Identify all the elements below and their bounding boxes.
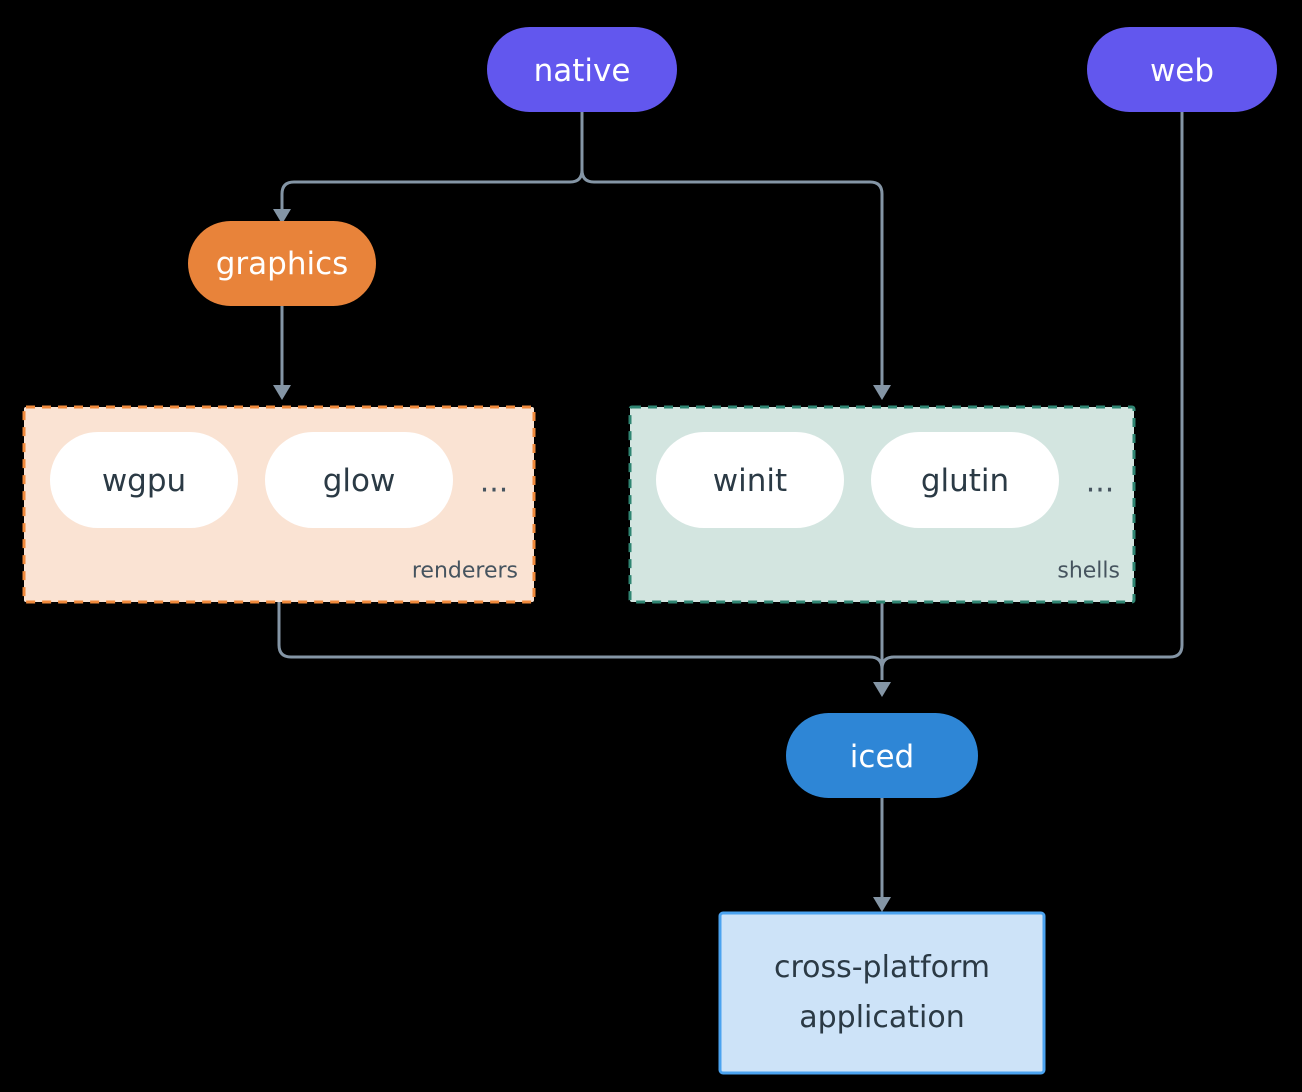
shell-pill-winit-shape xyxy=(656,432,844,528)
group-shells: winit glutin ... shells xyxy=(628,405,1136,604)
shells-caption: shells xyxy=(1057,559,1120,584)
node-application-label-line-2: application xyxy=(799,1000,964,1035)
node-iced-shape xyxy=(786,713,978,798)
node-web-shape xyxy=(1087,27,1277,112)
shell-pill-winit[interactable]: winit xyxy=(656,432,844,528)
shell-pill-glutin-label: glutin xyxy=(921,463,1009,499)
node-graphics[interactable]: graphics xyxy=(188,221,376,306)
edge-renderers-to-iced xyxy=(277,602,884,680)
node-application-label-line-1: cross-platform xyxy=(774,950,990,985)
node-native-shape xyxy=(487,27,677,112)
renderer-pill-glow-label: glow xyxy=(323,463,396,499)
edge-graphics-to-renderers xyxy=(273,306,291,400)
edge-iced-to-application xyxy=(873,798,891,912)
node-application[interactable]: cross-platform application xyxy=(718,911,1046,1075)
node-web-label: web xyxy=(1150,53,1214,89)
node-native-label: native xyxy=(534,53,631,89)
node-graphics-label: graphics xyxy=(216,246,349,282)
node-iced-label: iced xyxy=(850,739,914,775)
renderer-pill-wgpu-shape xyxy=(50,432,238,528)
renderers-caption: renderers xyxy=(412,559,518,584)
node-native[interactable]: native xyxy=(487,27,677,112)
shells-ellipsis: ... xyxy=(1086,465,1115,500)
node-web[interactable]: web xyxy=(1087,27,1277,112)
group-renderers: wgpu glow ... renderers xyxy=(22,405,536,604)
renderers-ellipsis: ... xyxy=(480,465,509,500)
renderer-pill-glow-shape xyxy=(265,432,453,528)
renderer-pill-wgpu[interactable]: wgpu xyxy=(50,432,238,528)
renderer-pill-wgpu-label: wgpu xyxy=(102,463,186,499)
edge-native-to-shells xyxy=(580,112,891,400)
renderer-pill-glow[interactable]: glow xyxy=(265,432,453,528)
node-application-shape xyxy=(718,911,1046,1075)
edge-native-to-graphics xyxy=(273,112,584,224)
edge-web-to-iced xyxy=(873,112,1184,697)
shell-pill-glutin-shape xyxy=(871,432,1059,528)
node-iced[interactable]: iced xyxy=(786,713,978,798)
shell-pill-winit-label: winit xyxy=(713,463,787,499)
shell-pill-glutin[interactable]: glutin xyxy=(871,432,1059,528)
node-graphics-shape xyxy=(188,221,376,306)
